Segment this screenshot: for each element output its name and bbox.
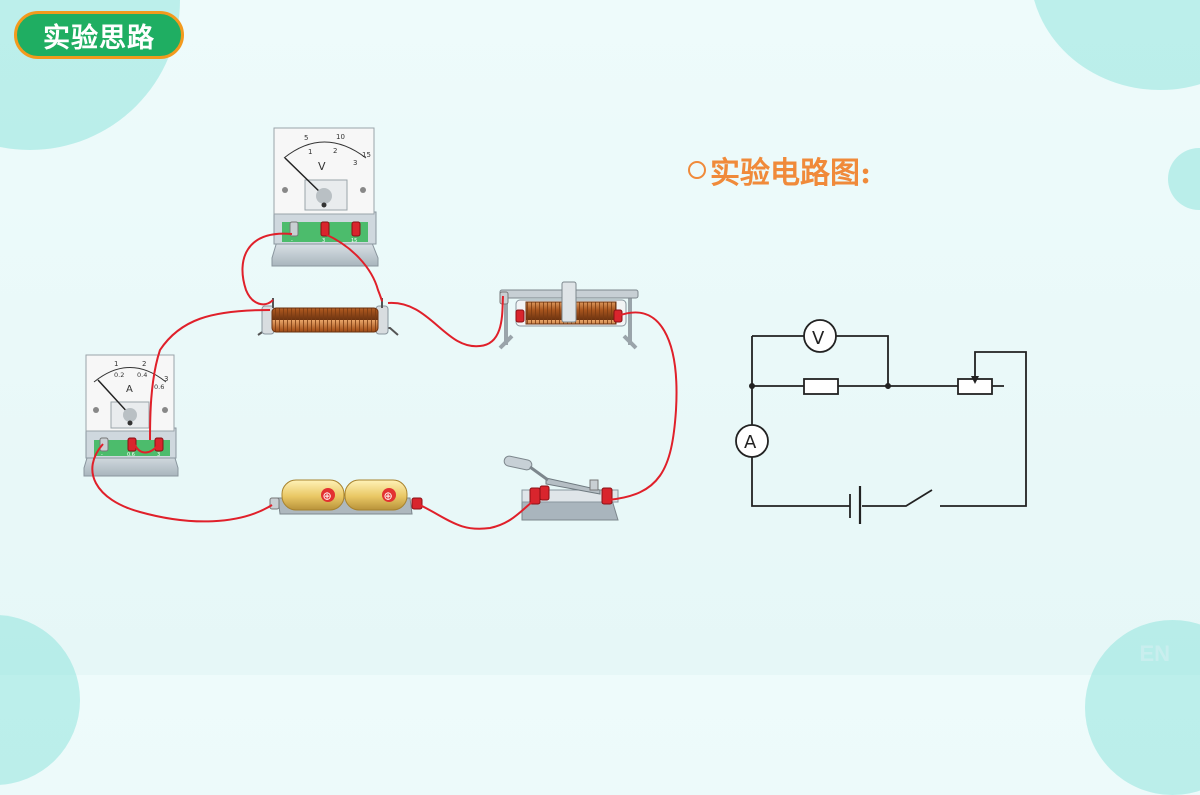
battery-holder: ⊕ ⊕	[269, 479, 423, 515]
battery-terminal-pos	[411, 497, 423, 510]
switch-clip	[589, 479, 599, 491]
voltmeter-scale-label: 2	[333, 147, 337, 155]
ammeter-scale-label: 0.2	[114, 371, 124, 379]
voltmeter-terminal-label: 3	[322, 238, 325, 244]
wire	[387, 295, 504, 348]
physical-circuit-illustration: 5 10 15 1 2 3 V - 3 15 1 2 3 0.2 0.4 0.6…	[83, 127, 1027, 530]
ammeter-terminal-3	[154, 437, 164, 452]
battery-terminal-neg	[269, 497, 280, 510]
voltmeter: 5 10 15 1 2 3 V - 3 15	[271, 127, 379, 267]
voltmeter-terminal-label: -	[291, 238, 293, 244]
voltmeter-pivot	[316, 188, 332, 204]
wire	[91, 443, 273, 523]
circuit-diagram-heading: 实验电路图:	[688, 150, 872, 191]
voltmeter-screw-icon	[282, 187, 288, 193]
battery-cell	[344, 479, 408, 511]
ammeter-unit-label: A	[126, 384, 133, 395]
fixed-resistor	[257, 298, 399, 336]
ammeter: 1 2 3 0.2 0.4 0.6 A - 0.6 3	[83, 354, 179, 477]
voltmeter-screw-icon	[360, 187, 366, 193]
ammeter-zero-adjust-icon	[127, 420, 133, 426]
voltmeter-scale-label: 15	[362, 151, 371, 159]
wire	[324, 233, 383, 302]
ammeter-scale-arc	[93, 367, 167, 383]
switch-handle	[503, 455, 533, 471]
voltmeter-scale-label: 3	[353, 159, 357, 167]
rheostat-feet	[498, 334, 638, 350]
schematic-wire	[940, 351, 1027, 507]
rheostat-arrow-icon	[971, 376, 979, 384]
wire	[607, 311, 678, 501]
wire	[241, 232, 293, 306]
switch-terminal-right	[601, 487, 613, 505]
ammeter-scale-label: 0.6	[154, 383, 164, 391]
voltmeter-needle	[284, 157, 325, 197]
schematic-voltmeter-symbol	[803, 319, 837, 353]
voltmeter-unit-label: V	[318, 160, 326, 173]
switch-blade	[545, 477, 601, 495]
schematic-ammeter-symbol	[735, 424, 769, 458]
schematic-wire	[752, 335, 889, 386]
battery-positive-icon	[321, 488, 335, 502]
circle-bullet-icon	[688, 161, 706, 179]
schematic-resistor	[803, 378, 839, 395]
battery-mark: ⊕	[323, 490, 332, 503]
battery-cell	[281, 479, 345, 511]
wire	[134, 444, 159, 454]
voltmeter-terminal-15	[351, 221, 361, 237]
connection-wires	[91, 232, 678, 530]
ammeter-pivot	[123, 408, 137, 422]
ammeter-terminal-0-6	[127, 437, 137, 452]
switch-handle-stem	[529, 465, 549, 482]
circuit-schematic	[735, 319, 1027, 524]
voltmeter-scale-arc	[283, 141, 367, 159]
resistor-coil	[271, 307, 379, 333]
wire	[149, 309, 271, 441]
voltmeter-terminal-neg	[289, 221, 299, 237]
voltmeter-scale-label: 1	[308, 148, 312, 156]
ammeter-needle	[97, 379, 131, 416]
knife-switch	[503, 455, 619, 521]
heading-text: 实验电路图:	[710, 156, 872, 191]
ammeter-terminal-label: 0.6	[127, 452, 135, 458]
schematic-ammeter-label: A	[744, 432, 757, 453]
schematic-voltmeter-label: V	[812, 328, 825, 349]
ammeter-screw-icon	[93, 407, 99, 413]
rheostat-terminal-a	[515, 309, 525, 323]
battery-positive-icon	[382, 488, 396, 502]
ammeter-scale-label: 1	[114, 360, 118, 368]
voltmeter-scale-label: 5	[304, 134, 308, 142]
ammeter-scale-label: 0.4	[137, 371, 147, 379]
schematic-junction-dot	[885, 383, 891, 389]
rheostat-slider	[561, 281, 577, 323]
ammeter-scale-label: 2	[142, 360, 146, 368]
ammeter-terminal-label: 3	[157, 452, 160, 458]
voltmeter-terminal-3	[320, 221, 330, 237]
watermark-text: EN	[1139, 641, 1170, 666]
switch-terminal-left-2	[539, 485, 550, 501]
rheostat-terminal-top	[499, 291, 509, 305]
sliding-rheostat	[498, 281, 639, 350]
voltmeter-zero-adjust-icon	[321, 202, 327, 208]
schematic-junction-dot	[749, 383, 755, 389]
schematic-wire	[751, 456, 850, 507]
voltmeter-terminal-label: 15	[351, 238, 357, 244]
schematic-wire	[862, 489, 933, 507]
battery-mark: ⊕	[384, 490, 393, 503]
ammeter-terminal-label: -	[101, 452, 103, 458]
ammeter-terminal-neg	[99, 437, 109, 452]
wire	[419, 501, 533, 530]
voltmeter-scale-label: 10	[336, 133, 345, 141]
ammeter-screw-icon	[162, 407, 168, 413]
slide-title-badge: 实验思路	[14, 11, 184, 59]
ammeter-scale-label: 3	[164, 375, 168, 383]
